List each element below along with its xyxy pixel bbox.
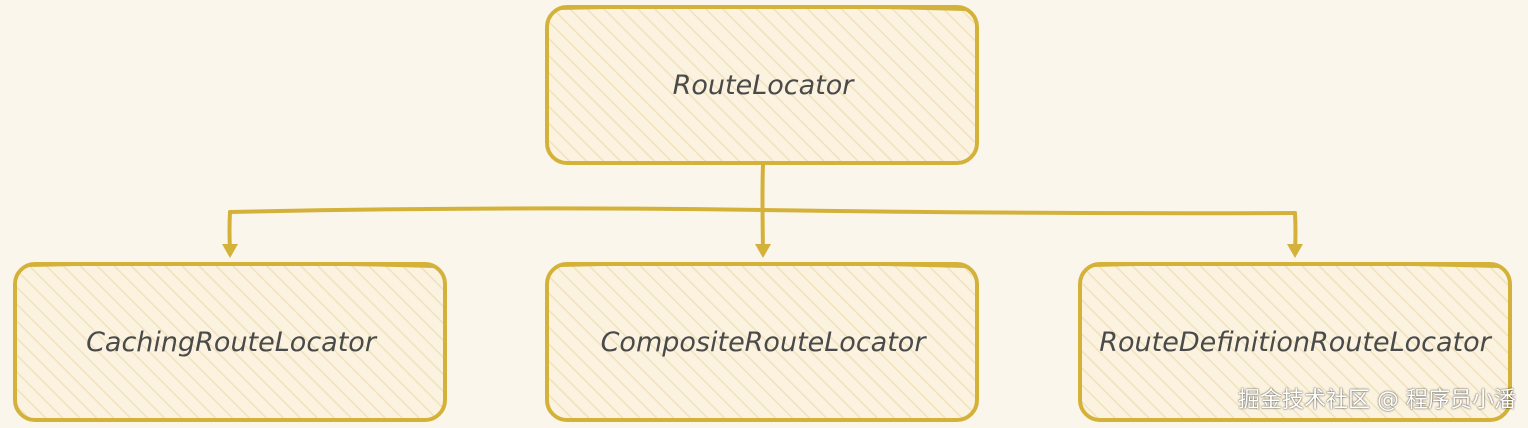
arrowhead-definition <box>1287 244 1303 258</box>
arrowhead-composite <box>755 244 771 258</box>
connectors <box>227 163 1298 252</box>
node-label-route-definition-route-locator: RouteDefinitionRouteLocator <box>1099 327 1492 358</box>
node-route-definition-route-locator: RouteDefinitionRouteLocator <box>1078 262 1512 422</box>
node-composite-route-locator: CompositeRouteLocator <box>545 262 979 422</box>
node-label-caching-route-locator: CachingRouteLocator <box>86 327 378 358</box>
watermark-text: 掘金技术社区 @ 程序员小潘 <box>1238 388 1516 413</box>
node-label-composite-route-locator: CompositeRouteLocator <box>601 327 928 358</box>
connector-root-trunk <box>760 163 765 252</box>
node-route-locator: RouteLocator <box>545 5 979 165</box>
arrowhead-caching <box>222 244 238 258</box>
connector-horizontal-bar <box>228 206 1297 216</box>
node-caching-route-locator: CachingRouteLocator <box>13 262 447 422</box>
node-label-route-locator: RouteLocator <box>673 70 856 101</box>
arrowheads <box>222 244 1303 258</box>
